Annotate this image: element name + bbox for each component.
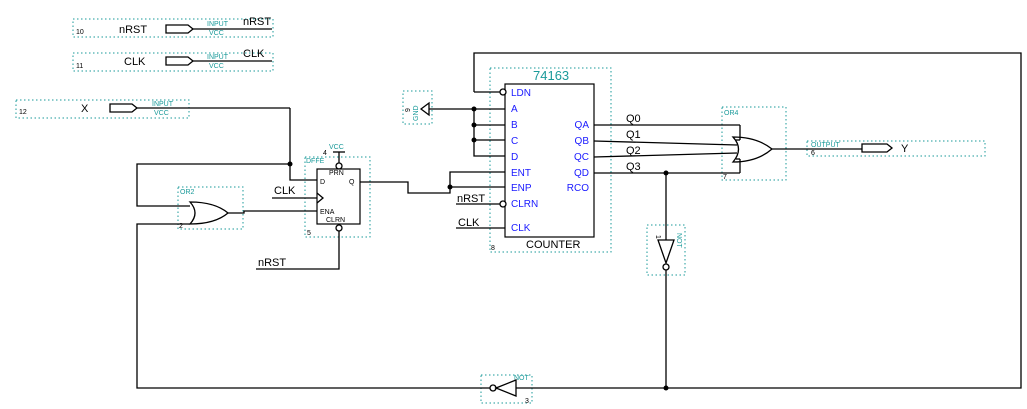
input-pin-nrst[interactable]: 10 nRST INPUT VCC nRST bbox=[72, 16, 274, 38]
svg-text:Q1: Q1 bbox=[626, 129, 641, 141]
counter-pin-ent: ENT bbox=[511, 168, 531, 179]
svg-text:Q3: Q3 bbox=[626, 161, 641, 173]
net-labels: Q0 Q1 Q2 Q3 CLK nRST nRST CLK bbox=[258, 113, 641, 269]
counter-pin-ldn: LDN bbox=[511, 88, 531, 99]
svg-text:9: 9 bbox=[405, 108, 412, 112]
svg-text:VCC: VCC bbox=[209, 63, 224, 70]
input-pin-x[interactable]: 12 X INPUT VCC bbox=[15, 99, 290, 119]
wires bbox=[136, 52, 1022, 391]
counter-pin-clk: CLK bbox=[511, 223, 531, 234]
gnd-symbol: 9 GND bbox=[402, 90, 474, 125]
svg-text:6: 6 bbox=[811, 150, 815, 157]
svg-text:nRST: nRST bbox=[457, 193, 485, 205]
counter-pin-qb: QB bbox=[575, 136, 590, 147]
svg-text:COUNTER: COUNTER bbox=[526, 239, 580, 251]
counter-pin-qc: QC bbox=[574, 152, 589, 163]
svg-text:11: 11 bbox=[76, 63, 83, 70]
or2-gate[interactable]: OR2 2 bbox=[177, 186, 244, 230]
svg-text:nRST: nRST bbox=[258, 257, 286, 269]
or4-gate[interactable]: OR4 7 bbox=[721, 106, 787, 181]
counter-pin-b: B bbox=[511, 120, 518, 131]
counter-pin-qa: QA bbox=[575, 120, 590, 131]
svg-text:X: X bbox=[81, 103, 89, 115]
counter-pin-rco: RCO bbox=[567, 183, 589, 194]
svg-text:INPUT: INPUT bbox=[207, 54, 229, 61]
svg-text:CLK: CLK bbox=[274, 185, 296, 197]
svg-text:nRST: nRST bbox=[243, 16, 271, 28]
svg-text:74163: 74163 bbox=[533, 68, 569, 83]
svg-text:VCC: VCC bbox=[209, 30, 224, 37]
counter-pin-a: A bbox=[511, 104, 518, 115]
svg-text:7: 7 bbox=[723, 174, 727, 181]
svg-text:5: 5 bbox=[307, 230, 311, 237]
svg-text:Q0: Q0 bbox=[626, 113, 641, 125]
svg-text:D: D bbox=[320, 179, 325, 186]
svg-text:INPUT: INPUT bbox=[152, 101, 174, 108]
input-pin-clk[interactable]: 11 CLK INPUT VCC CLK bbox=[72, 48, 274, 72]
svg-text:ENA: ENA bbox=[320, 209, 335, 216]
svg-text:nRST: nRST bbox=[119, 24, 147, 36]
counter-pin-c: C bbox=[511, 136, 518, 147]
counter-pin-qd: QD bbox=[574, 168, 589, 179]
output-pin-y[interactable]: OUTPUT 6 Y bbox=[806, 140, 986, 157]
dffe-flipflop[interactable]: DFFE 5 PRN D Q ENA CLRN bbox=[304, 156, 371, 238]
svg-text:8: 8 bbox=[491, 245, 495, 252]
counter-pin-d: D bbox=[511, 152, 518, 163]
svg-text:CLK: CLK bbox=[243, 48, 265, 60]
svg-text:OR4: OR4 bbox=[724, 110, 739, 117]
svg-text:1: 1 bbox=[654, 235, 661, 239]
svg-text:4: 4 bbox=[323, 150, 327, 157]
counter-pin-clrn: CLRN bbox=[511, 199, 538, 210]
svg-text:GND: GND bbox=[413, 105, 420, 121]
svg-text:CLK: CLK bbox=[124, 56, 146, 68]
svg-text:VCC: VCC bbox=[329, 144, 344, 151]
svg-text:Q2: Q2 bbox=[626, 145, 641, 157]
svg-text:12: 12 bbox=[19, 109, 27, 116]
counter-pin-enp: ENP bbox=[511, 183, 532, 194]
svg-text:3: 3 bbox=[525, 398, 529, 405]
svg-text:NOT: NOT bbox=[514, 375, 530, 382]
svg-text:VCC: VCC bbox=[154, 110, 169, 117]
svg-text:CLRN: CLRN bbox=[326, 217, 345, 224]
svg-text:OR2: OR2 bbox=[180, 189, 195, 196]
not-gate-feedback[interactable]: NOT 3 bbox=[480, 374, 533, 405]
svg-text:Y: Y bbox=[901, 143, 909, 155]
svg-text:2: 2 bbox=[179, 223, 183, 230]
svg-text:CLK: CLK bbox=[458, 217, 480, 229]
svg-text:INPUT: INPUT bbox=[207, 21, 229, 28]
svg-text:10: 10 bbox=[76, 29, 84, 36]
svg-text:NOT: NOT bbox=[675, 233, 682, 249]
svg-text:OUTPUT: OUTPUT bbox=[811, 142, 841, 149]
svg-text:Q: Q bbox=[349, 179, 355, 186]
svg-text:DFFE: DFFE bbox=[306, 158, 325, 165]
svg-text:PRN: PRN bbox=[329, 170, 344, 177]
